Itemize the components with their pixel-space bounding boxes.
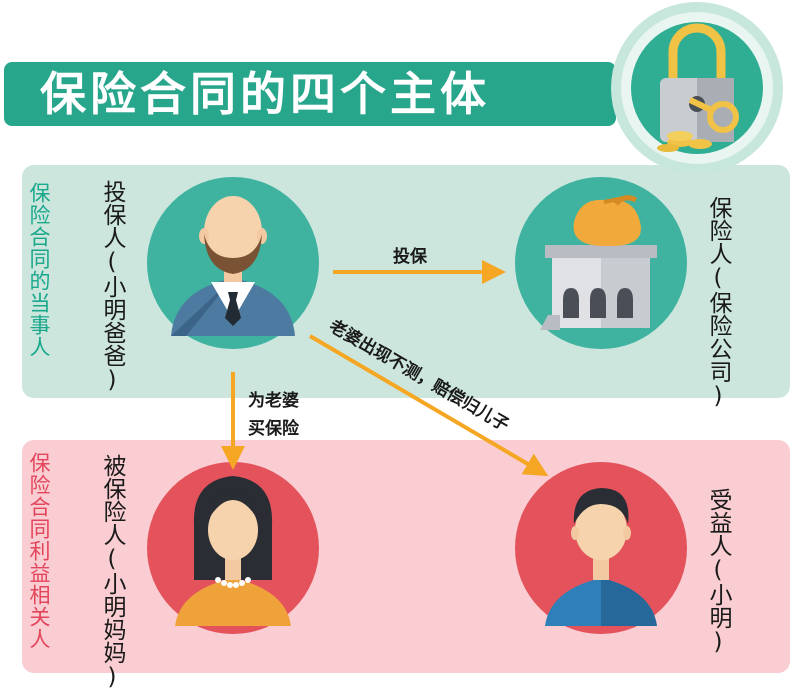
beneficiary-label: 受益人(小明) [705,488,731,655]
bank-building-moneybag-icon [540,195,657,330]
stakeholders-band-label: 保险合同利益相关人 [27,452,51,650]
title-bar [4,62,616,126]
insured-avatar [147,462,319,634]
insure-label: 投保 [393,247,427,267]
padlock-key-coins-icon [611,2,783,174]
buy-insurance-label-line1: 为老婆 [248,391,299,411]
page-title: 保险合同的四个主体 [40,67,490,121]
parties-band-label: 保险合同的当事人 [27,182,51,358]
insurer-avatar [515,177,687,349]
woman-avatar-icon [175,476,291,626]
beneficiary-avatar [515,462,687,634]
policyholder-avatar [147,177,319,349]
insured-label: 被保险人(小明妈妈) [99,454,125,690]
payout-arrow [308,334,549,477]
buy-insurance-label-line2: 买保险 [248,419,299,439]
bald-man-avatar-icon [171,196,295,336]
boy-avatar-icon [545,488,657,626]
insurer-label: 保险人(保险公司) [705,196,731,409]
policyholder-label: 投保人(小明爸爸) [99,180,125,393]
